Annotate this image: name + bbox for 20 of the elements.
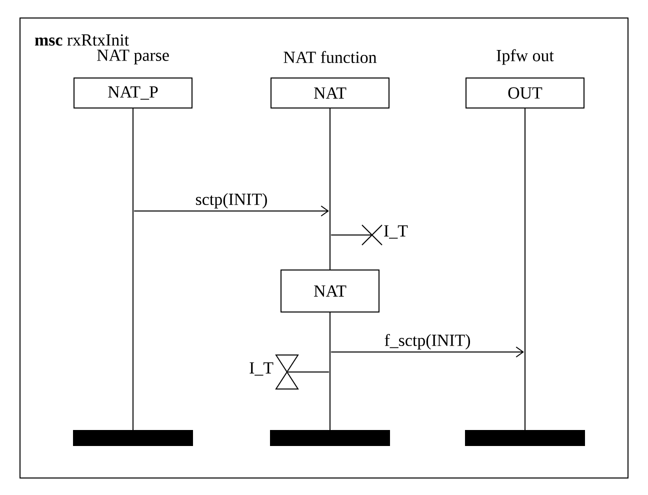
instance-name: Ipfw out xyxy=(496,49,554,65)
instance-box: NAT_P xyxy=(74,78,192,108)
instance-name: NAT function xyxy=(284,50,377,64)
end-bar xyxy=(270,430,390,446)
message-label: sctp(INIT) xyxy=(194,192,269,210)
lifeline xyxy=(132,108,134,430)
message-arrow xyxy=(330,346,524,358)
instance-box: OUT xyxy=(466,78,584,108)
message-label: f_sctp(INIT) xyxy=(383,332,472,350)
timer-label: I_T xyxy=(384,225,408,239)
lifeline xyxy=(524,108,526,430)
timer-line xyxy=(330,234,372,236)
action-box: NAT xyxy=(280,270,380,312)
instance-name: NAT parse xyxy=(97,50,169,64)
end-bar xyxy=(73,430,193,446)
instance-box: NAT xyxy=(270,78,390,108)
chart-title: msc rxRtxInit xyxy=(34,34,129,46)
end-bar xyxy=(465,430,585,446)
timer-label: I_T xyxy=(250,362,274,376)
message-arrow xyxy=(134,206,329,216)
